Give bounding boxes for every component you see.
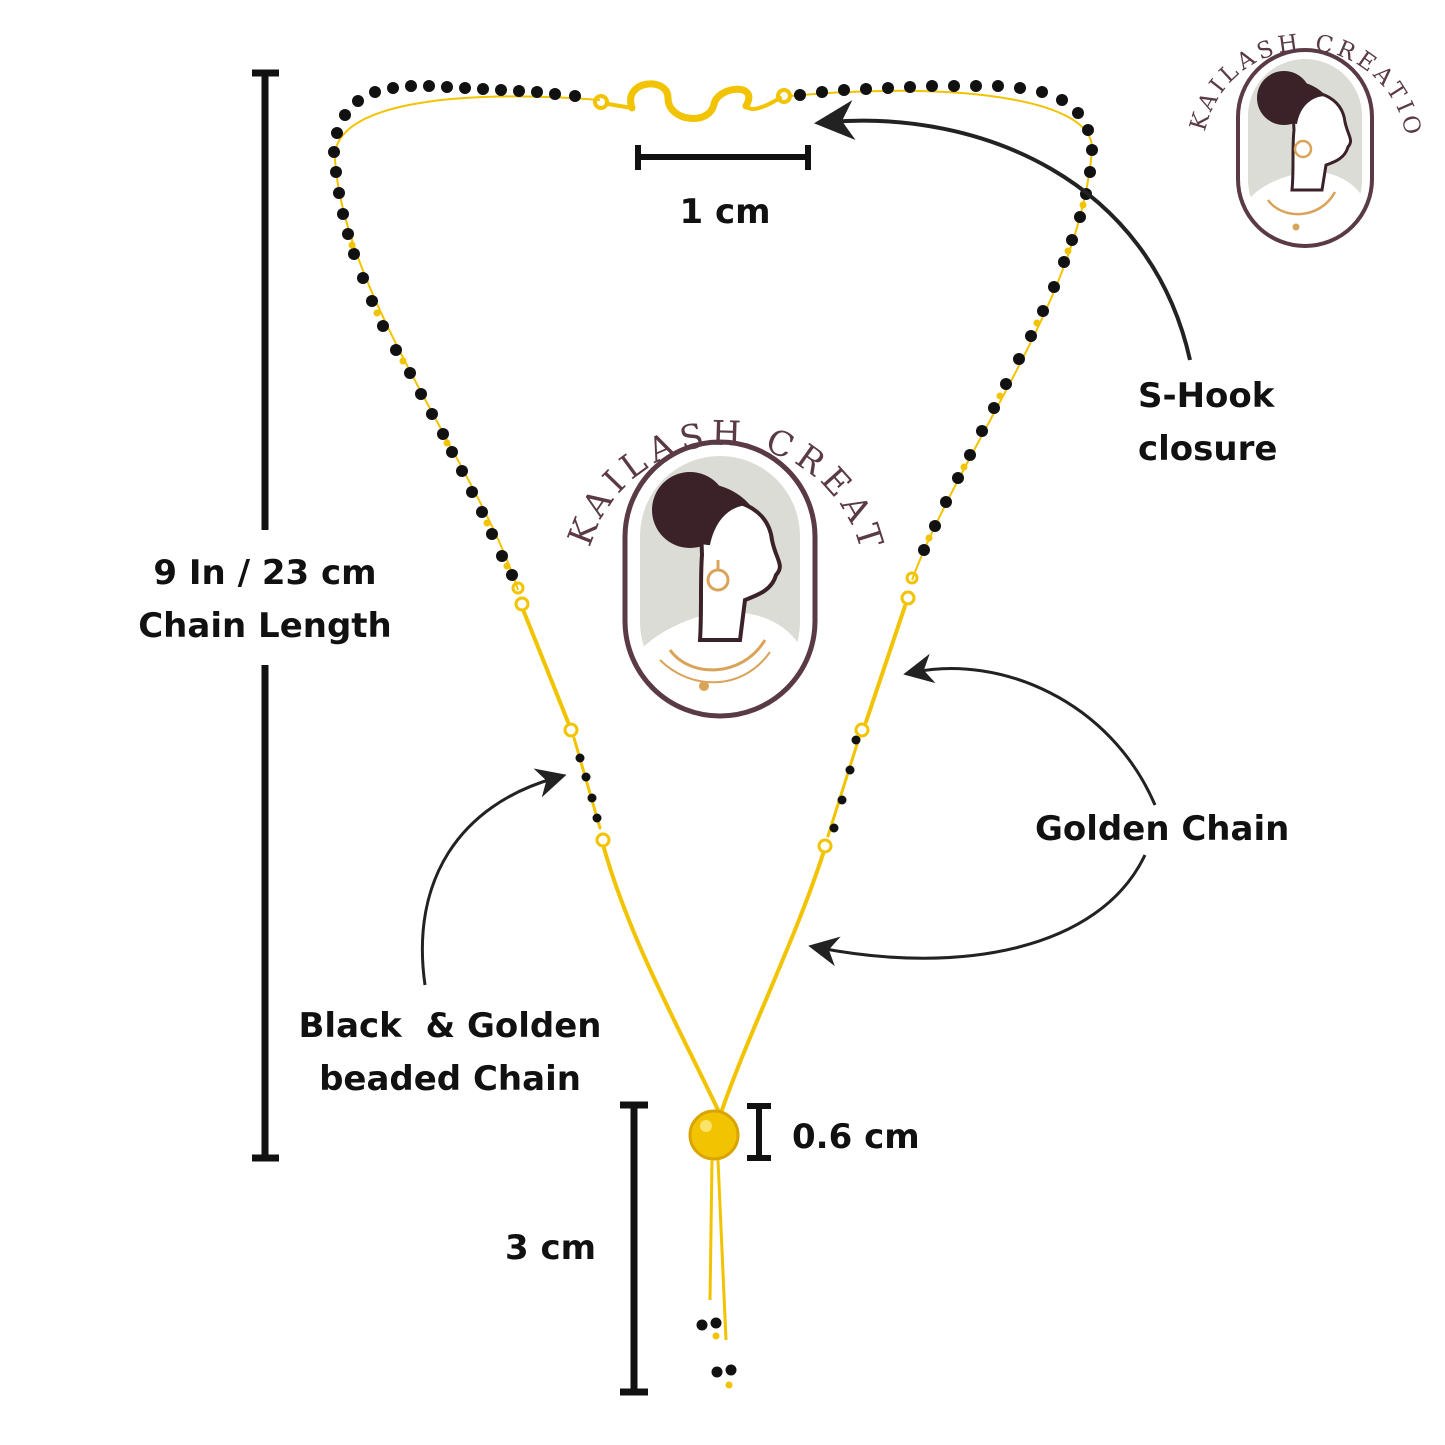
golden-chain-upper-arrow (903, 653, 1157, 806)
right-gold-spacers (925, 201, 1087, 542)
s-hook-clasp (593, 80, 792, 122)
left-gold-spacers (348, 241, 511, 570)
left-golden-chain (511, 581, 720, 1112)
tassel-chains (708, 1159, 728, 1341)
drop-length-bar (620, 1101, 648, 1396)
s-hook-arrow (814, 100, 1192, 361)
beaded-chain-label-line2: beaded Chain (319, 1059, 581, 1099)
brand-logo-corner (1236, 48, 1374, 248)
brand-logo-center (622, 439, 818, 719)
s-hook-label-line1: S-Hook (1138, 376, 1275, 416)
left-beaded-thread (333, 95, 601, 591)
right-chain-black-beads (829, 735, 861, 833)
brand-name-arc-corner: KAILASH CREATION (0, 0, 1426, 141)
chain-length-label-line2: Chain Length (138, 606, 392, 646)
tassel-beads (696, 1317, 737, 1389)
clasp-width-label: 1 cm (679, 192, 771, 232)
left-chain-black-beads (575, 753, 602, 823)
gold-ball-slider (688, 1109, 740, 1161)
golden-chain-label: Golden Chain (1035, 809, 1290, 849)
left-black-beads (328, 80, 581, 581)
drop-length-label: 3 cm (505, 1228, 597, 1268)
s-hook-label-line2: closure (1138, 429, 1278, 469)
chain-length-label-line1: 9 In / 23 cm (153, 553, 377, 593)
chain-length-bar (252, 69, 279, 1162)
beaded-chain-arrow (420, 768, 567, 986)
golden-chain-lower-arrow (808, 854, 1147, 967)
right-black-beads (794, 80, 1098, 556)
right-golden-chain (720, 571, 919, 1112)
beaded-chain-label-line1: Black & Golden (298, 1006, 602, 1046)
bead-size-bar (747, 1103, 771, 1161)
clasp-width-bar (635, 145, 811, 170)
bead-size-label: 0.6 cm (792, 1117, 920, 1157)
